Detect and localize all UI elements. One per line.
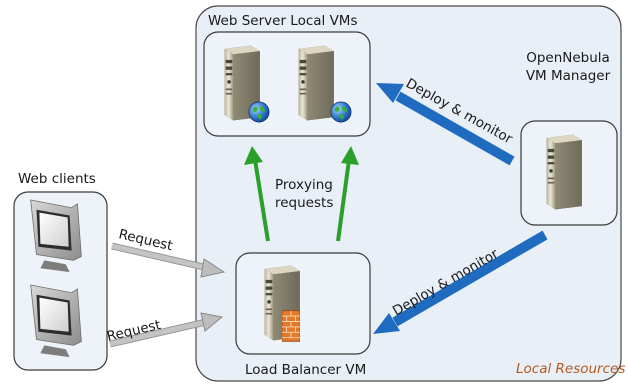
load-balancer-box	[235, 252, 371, 355]
opennebula-label-line2: VM Manager	[526, 68, 611, 84]
local-resources-label: Local Resources	[516, 361, 625, 377]
request-arrow-top	[111, 242, 226, 278]
globe-icon	[330, 101, 352, 123]
deploy-arrow-top	[376, 83, 515, 166]
web-clients-label: Web clients	[18, 171, 96, 187]
web-server-vms-label: Web Server Local VMs	[208, 13, 357, 29]
proxying-label-line2: requests	[275, 195, 333, 211]
request-arrow-bottom	[109, 312, 224, 348]
proxy-arrow-right	[336, 146, 359, 242]
proxy-arrow-left	[244, 146, 270, 242]
opennebula-label-line1: OpenNebula	[526, 50, 610, 66]
firewall-brick-icon	[282, 310, 300, 342]
server-tower-icon	[546, 134, 582, 210]
proxying-label-line1: Proxying	[275, 177, 333, 193]
load-balancer-label: Load Balancer VM	[245, 362, 366, 378]
server-tower-icon	[298, 45, 334, 121]
globe-icon	[248, 101, 270, 123]
deploy-arrow-bottom	[373, 230, 548, 334]
